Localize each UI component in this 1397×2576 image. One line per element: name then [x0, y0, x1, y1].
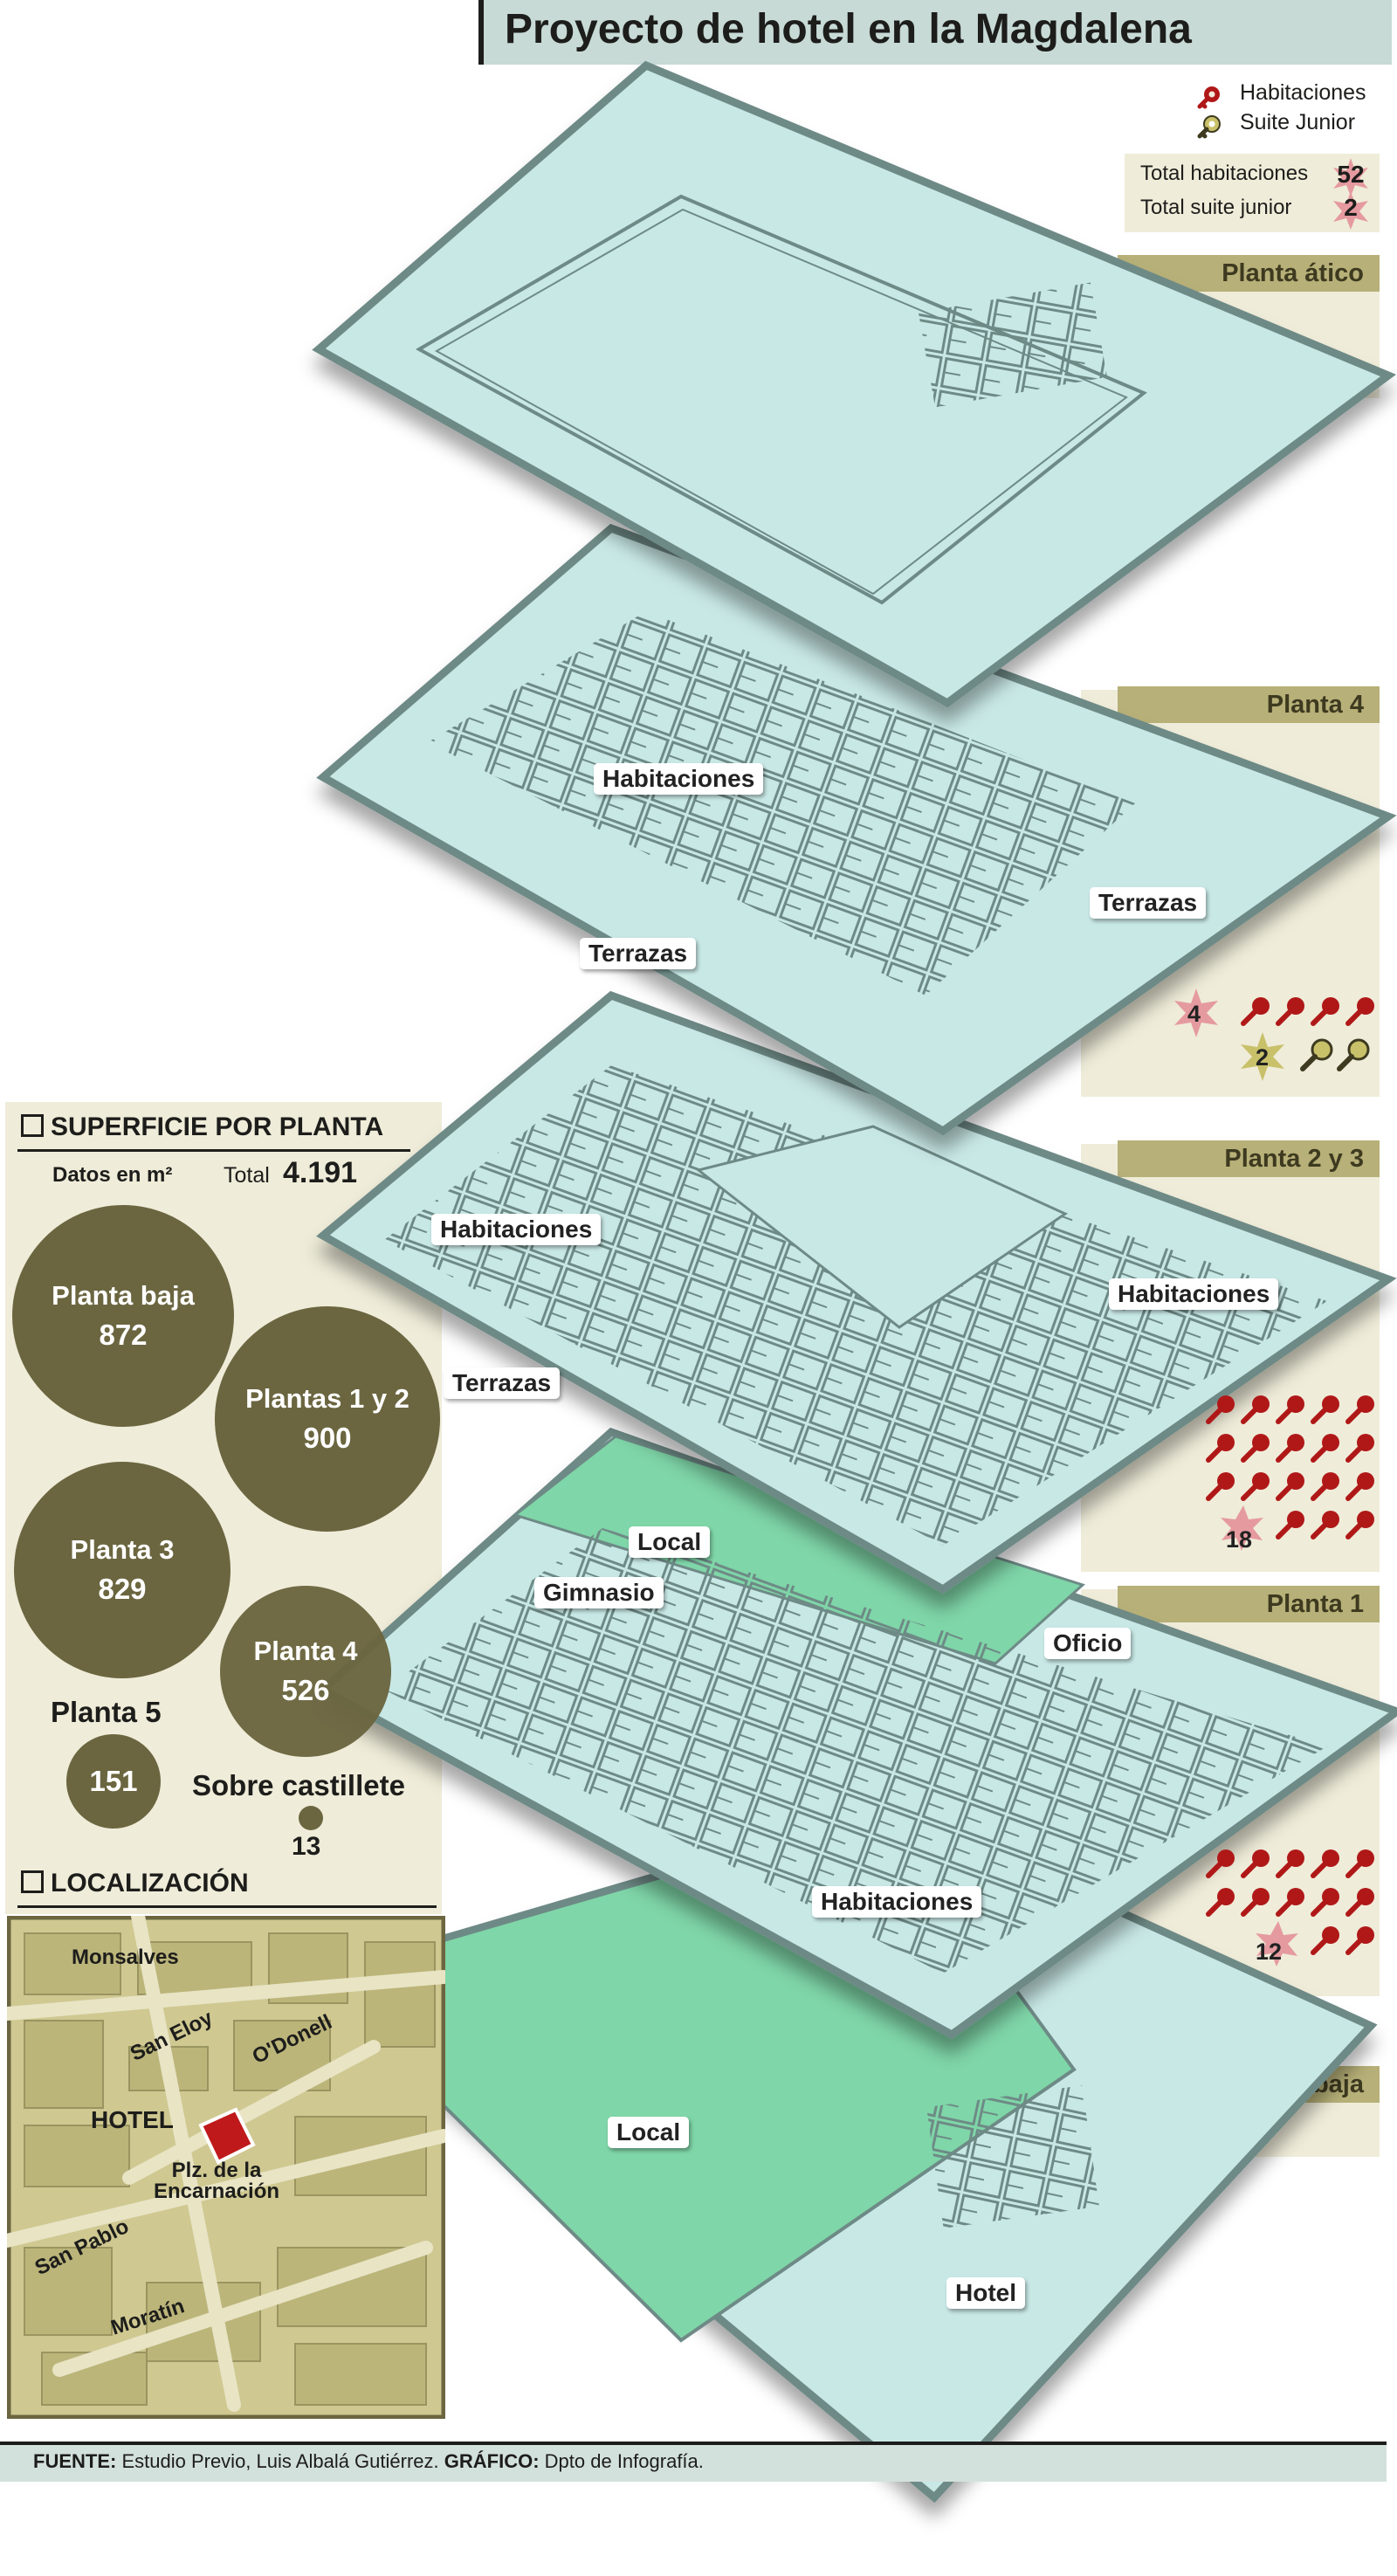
location-heading: LOCALIZACIÓN [21, 1869, 249, 1898]
footer-credits: FUENTE: Estudio Previo, Luis Albalá Guti… [33, 2450, 704, 2473]
floor4-rooms-count: 4 [1187, 1001, 1201, 1027]
circle-planta-baja: Planta baja 872 [12, 1205, 234, 1427]
planta-5-label: Planta 5 [51, 1696, 162, 1728]
street-monsalves: Monsalves [72, 1946, 179, 1969]
footer-source-label: FUENTE: [33, 2450, 117, 2472]
label-habitaciones-p4: Habitaciones [594, 763, 764, 795]
circle-planta-4-name: Planta 4 [253, 1636, 358, 1666]
floor1-room-keys [1206, 1849, 1374, 1966]
surface-total-value: 4.191 [283, 1156, 358, 1189]
page-title: Proyecto de hotel en la Magdalena [505, 6, 1192, 52]
label-terrazas-p23: Terrazas [444, 1367, 561, 1399]
total-suite-star [1333, 191, 1368, 230]
floor-planta-4 [316, 523, 1397, 1136]
legend-suite: Suite Junior [1240, 110, 1356, 134]
label-oficio: Oficio [1044, 1628, 1132, 1659]
plaza-encarnacion: Plz. de la Encarnación [153, 2159, 280, 2203]
circle-planta-3-name: Planta 3 [70, 1534, 175, 1565]
circle-planta-5-value: 151 [89, 1765, 138, 1797]
circle-plantas-1-y-2-value: 900 [303, 1422, 352, 1454]
floor4-room-keys [1241, 997, 1374, 1026]
floor4-rooms-star [1174, 988, 1218, 1037]
circle-planta-baja-value: 872 [99, 1319, 148, 1351]
floor4-suite-star [1241, 1032, 1284, 1081]
sobre-castillete-value: 13 [292, 1832, 321, 1861]
key-yellow-icon [1197, 115, 1221, 139]
key-red-icon [1197, 86, 1220, 109]
surface-heading: SUPERFICIE POR PLANTA [21, 1112, 383, 1142]
sobre-castillete-label: Sobre castillete [192, 1769, 405, 1801]
floor23-room-keys [1206, 1395, 1374, 1551]
label-habitaciones-p23-right: Habitaciones [1109, 1278, 1279, 1310]
label-hotel-baja: Hotel [946, 2277, 1025, 2309]
label-habitaciones-p1: Habitaciones [812, 1886, 982, 1918]
total-suite-value: 2 [1344, 194, 1358, 221]
label-terrazas-p4-left: Terrazas [580, 938, 697, 969]
circle-plantas-1-y-2-name: Plantas 1 y 2 [245, 1383, 409, 1414]
floor23-rooms-count: 18 [1226, 1526, 1253, 1553]
hotel-map-label: HOTEL [91, 2106, 174, 2133]
floor1-rooms-count: 12 [1256, 1939, 1283, 1965]
floor-planta-2-y-3 [316, 990, 1397, 1595]
circle-sobre-castillete [299, 1806, 323, 1830]
footer-source-text: Estudio Previo, Luis Albalá Gutiérrez. [121, 2450, 439, 2472]
circle-planta-4: Planta 4 526 [220, 1586, 391, 1757]
surface-heading-text: SUPERFICIE POR PLANTA [51, 1112, 384, 1141]
section-box-icon [21, 1870, 44, 1893]
label-terrazas-p4-right: Terrazas [1090, 887, 1207, 919]
footer-bar [0, 2442, 1387, 2482]
footer-graphic-text: Dpto de Infografía. [544, 2450, 704, 2472]
location-heading-text: LOCALIZACIÓN [51, 1869, 249, 1898]
label-gimnasio: Gimnasio [534, 1577, 664, 1608]
floor-planta-atico [312, 60, 1397, 708]
circle-plantas-1-y-2: Plantas 1 y 2 900 [215, 1306, 440, 1532]
label-local-p1: Local [629, 1526, 711, 1558]
circle-planta-5: 151 [66, 1734, 161, 1829]
title-bar [478, 0, 1392, 65]
floor4-suite-count: 2 [1256, 1044, 1270, 1071]
circle-planta-3-value: 829 [98, 1573, 147, 1605]
location-map [7, 1916, 445, 2419]
surface-units: Datos en m² [52, 1163, 173, 1187]
legend-keys [1197, 86, 1221, 139]
location-divider [17, 1905, 437, 1908]
total-rooms-label: Total habitaciones [1140, 162, 1309, 185]
surface-divider [17, 1149, 410, 1152]
tag-planta-1: Planta 1 [1118, 1586, 1380, 1622]
legend-rooms: Habitaciones [1240, 80, 1366, 105]
total-rooms-star [1333, 158, 1368, 196]
total-rooms-value: 52 [1337, 161, 1365, 188]
floor4-suite-keys [1300, 1038, 1370, 1071]
circle-planta-4-value: 526 [281, 1674, 330, 1706]
footer-graphic-label: GRÁFICO: [444, 2450, 540, 2472]
label-habitaciones-p23-left: Habitaciones [431, 1214, 602, 1245]
label-local-baja: Local [608, 2117, 690, 2148]
total-suite-label: Total suite junior [1140, 196, 1292, 219]
tag-planta-2-y-3: Planta 2 y 3 [1118, 1140, 1380, 1177]
section-box-icon [21, 1114, 44, 1137]
surface-total-label: Total [224, 1163, 270, 1188]
hotel-marker-icon [198, 2107, 256, 2165]
circle-planta-3: Planta 3 829 [14, 1462, 231, 1678]
tag-planta-4: Planta 4 [1118, 686, 1380, 723]
circle-planta-baja-name: Planta baja [52, 1280, 195, 1311]
